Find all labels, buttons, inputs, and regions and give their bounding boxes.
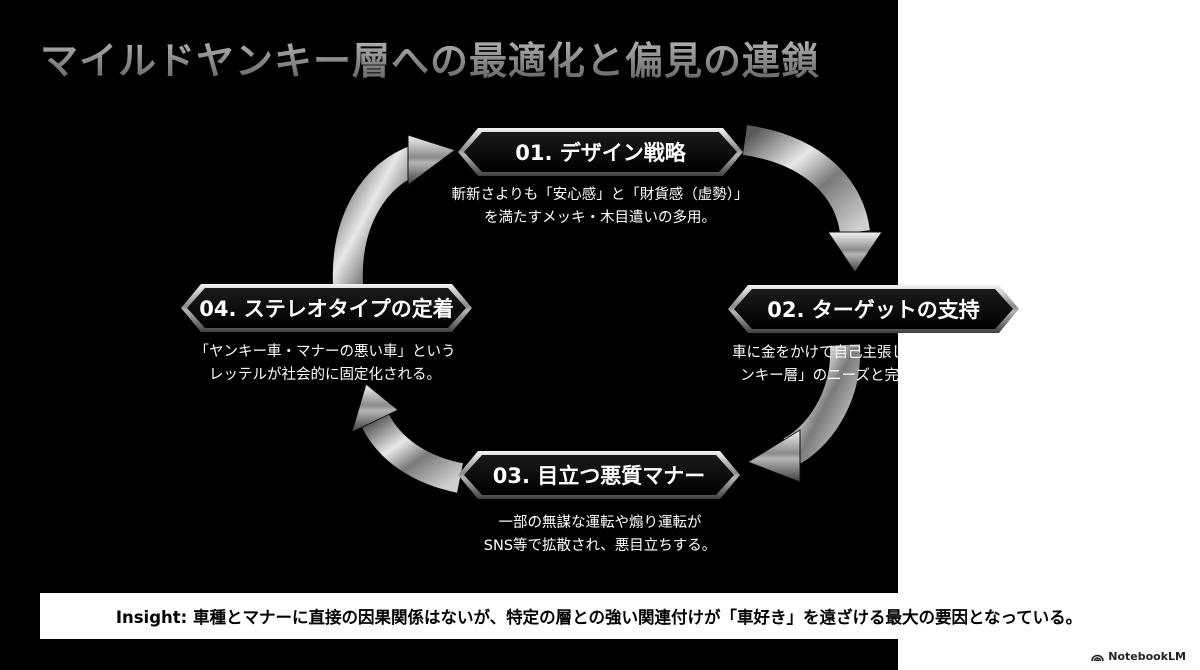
- arrow-01-to-02: [741, 122, 883, 273]
- stage-03-description: 一部の無謀な運転や煽り運転が SNS等で拡散され、悪目立ちする。: [455, 512, 745, 558]
- stage-03-label: 03. 目立つ悪質マナー: [458, 455, 740, 495]
- stage-03-desc-line2: SNS等で拡散され、悪目立ちする。: [483, 538, 717, 554]
- insight-bar: Insight: 車種とマナーに直接の因果関係はないが、特定の層との強い関連付け…: [40, 593, 1158, 639]
- stage-03-label-text: 03. 目立つ悪質マナー: [492, 464, 706, 488]
- stage-02-desc-line2: ンキー層」のニーズと完全にマッチング。: [740, 368, 1014, 384]
- stage-01-desc-line2: を満たすメッキ・木目遣いの多用。: [484, 210, 716, 226]
- right-white-panel: [898, 0, 1200, 670]
- stage-02-description: 車に金をかけて自己主張したい「マイルドヤ ンキー層」のニーズと完全にマッチング。: [712, 342, 1042, 388]
- stage-plate-01: [458, 128, 743, 176]
- stage-04-label-text: 04. ステレオタイプの定着: [199, 297, 454, 321]
- stage-plate-02: [728, 285, 1019, 333]
- stage-02-label-text: 02. ターゲットの支持: [767, 298, 980, 322]
- stage-04-desc-line1: 「ヤンキー車・マナーの悪い車」という: [194, 344, 456, 360]
- stage-03-desc-line1: 一部の無謀な運転や煽り運転が: [498, 515, 702, 531]
- insight-text: Insight: 車種とマナーに直接の因果関係はないが、特定の層との強い関連付け…: [115, 608, 1083, 627]
- stage-04-label: 04. ステレオタイプの定着: [181, 288, 472, 328]
- stage-04-desc-line2: レッテルが社会的に固定化される。: [209, 367, 441, 383]
- stage-04-description: 「ヤンキー車・マナーの悪い車」という レッテルが社会的に固定化される。: [175, 341, 475, 387]
- stage-02-desc-line1: 車に金をかけて自己主張したい「マイルドヤ: [732, 345, 1022, 361]
- slide-title: マイルドヤンキー層への最適化と偏見の連鎖: [40, 30, 820, 85]
- stage-plate-04: [181, 284, 472, 332]
- stage-01-label-text: 01. デザイン戦略: [515, 141, 686, 165]
- stage-01-description: 斬新さよりも「安心感」と「財貨感（虚勢）」 を満たすメッキ・木目遣いの多用。: [440, 184, 760, 230]
- arrow-02-to-03: [746, 344, 864, 483]
- arrow-03-to-04: [351, 383, 464, 496]
- brand-name: NotebookLM: [1108, 650, 1186, 663]
- stage-01-label: 01. デザイン戦略: [458, 132, 743, 172]
- notebooklm-logo-icon: [1091, 654, 1105, 661]
- stage-02-label: 02. ターゲットの支持: [728, 289, 1019, 329]
- notebooklm-branding: NotebookLM: [1091, 650, 1186, 663]
- stage-01-desc-line1: 斬新さよりも「安心感」と「財貨感（虚勢）」: [451, 187, 749, 203]
- stage-plate-03: [458, 451, 740, 499]
- arrow-04-to-01: [329, 134, 457, 286]
